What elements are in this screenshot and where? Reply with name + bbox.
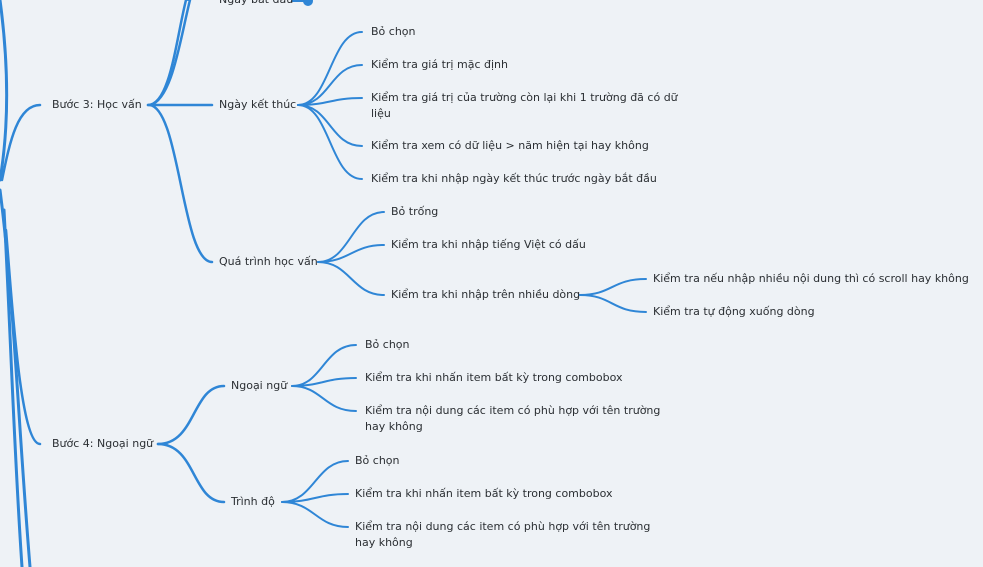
node-start-date[interactable]: Ngày bắt đầu (219, 0, 293, 8)
language-item[interactable]: Bỏ chọn (365, 338, 410, 351)
level-item[interactable]: Kiểm tra nội dung các item có phù hợp vớ… (355, 520, 651, 549)
process-item[interactable]: Bỏ trống (391, 205, 439, 218)
multiline-item[interactable]: Kiểm tra nếu nhập nhiều nội dung thì có … (653, 272, 969, 285)
language-item[interactable]: Kiểm tra nội dung các item có phù hợp vớ… (365, 404, 661, 433)
language-item[interactable]: Kiểm tra khi nhấn item bất kỳ trong comb… (365, 371, 623, 384)
end-date-item[interactable]: Kiểm tra xem có dữ liệu > năm hiện tại h… (371, 139, 649, 152)
multiline-item[interactable]: Kiểm tra tự động xuống dòng (653, 305, 815, 318)
level-item[interactable]: Kiểm tra khi nhấn item bất kỳ trong comb… (355, 487, 613, 500)
level-item[interactable]: Bỏ chọn (355, 454, 400, 467)
collapse-toggle-icon[interactable] (303, 0, 313, 6)
process-item[interactable]: Kiểm tra khi nhập trên nhiều dòng (391, 288, 581, 301)
node-level[interactable]: Trình độ (231, 495, 275, 508)
end-date-item[interactable]: Kiểm tra giá trị mặc định (371, 58, 508, 71)
node-education-process[interactable]: Quá trình học vấn (219, 255, 318, 268)
topic-step3[interactable]: Bước 3: Học vấn (52, 98, 142, 111)
topic-step4[interactable]: Bước 4: Ngoại ngữ (52, 437, 154, 450)
process-item[interactable]: Kiểm tra khi nhập tiếng Việt có dấu (391, 238, 586, 251)
end-date-item[interactable]: Bỏ chọn (371, 25, 416, 38)
end-date-item[interactable]: Kiểm tra giá trị của trường còn lại khi … (371, 91, 678, 120)
end-date-item[interactable]: Kiểm tra khi nhập ngày kết thúc trước ng… (371, 172, 657, 185)
node-end-date[interactable]: Ngày kết thúc (219, 98, 297, 111)
node-language[interactable]: Ngoại ngữ (231, 379, 288, 392)
